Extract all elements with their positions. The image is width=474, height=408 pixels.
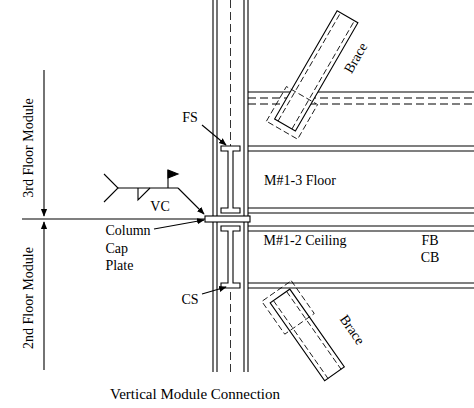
module-label: 2nd Floor Module	[20, 247, 38, 349]
upper-brace	[266, 8, 363, 139]
part-label: Brace	[335, 312, 368, 349]
floor-stub	[221, 146, 240, 213]
upper-column	[213, 0, 248, 216]
lower-column	[213, 222, 248, 372]
lower-brace	[262, 281, 349, 384]
ceiling-beam	[248, 226, 474, 288]
part-label: M#1-3 Floor	[264, 172, 336, 190]
part-label: VC	[150, 198, 169, 216]
ceiling-stub	[221, 226, 240, 288]
leader-line	[202, 287, 226, 294]
leader-line	[202, 125, 226, 145]
part-label: FB	[421, 232, 438, 250]
module-label: 3rd Floor Module	[20, 98, 38, 198]
dimension-line	[43, 70, 44, 216]
part-label: CS	[181, 291, 198, 309]
part-label: FS	[182, 109, 198, 127]
figure-caption: Vertical Module Connection	[110, 386, 280, 403]
cap-plate	[205, 216, 250, 222]
module-separation-line	[22, 218, 205, 219]
part-label: M#1-2 Ceiling	[264, 232, 347, 250]
leader-line	[154, 220, 204, 229]
part-label: Column Cap Plate	[105, 222, 150, 275]
floor-beam	[248, 146, 474, 213]
dimension-line	[43, 222, 44, 370]
part-label: CB	[421, 249, 440, 267]
